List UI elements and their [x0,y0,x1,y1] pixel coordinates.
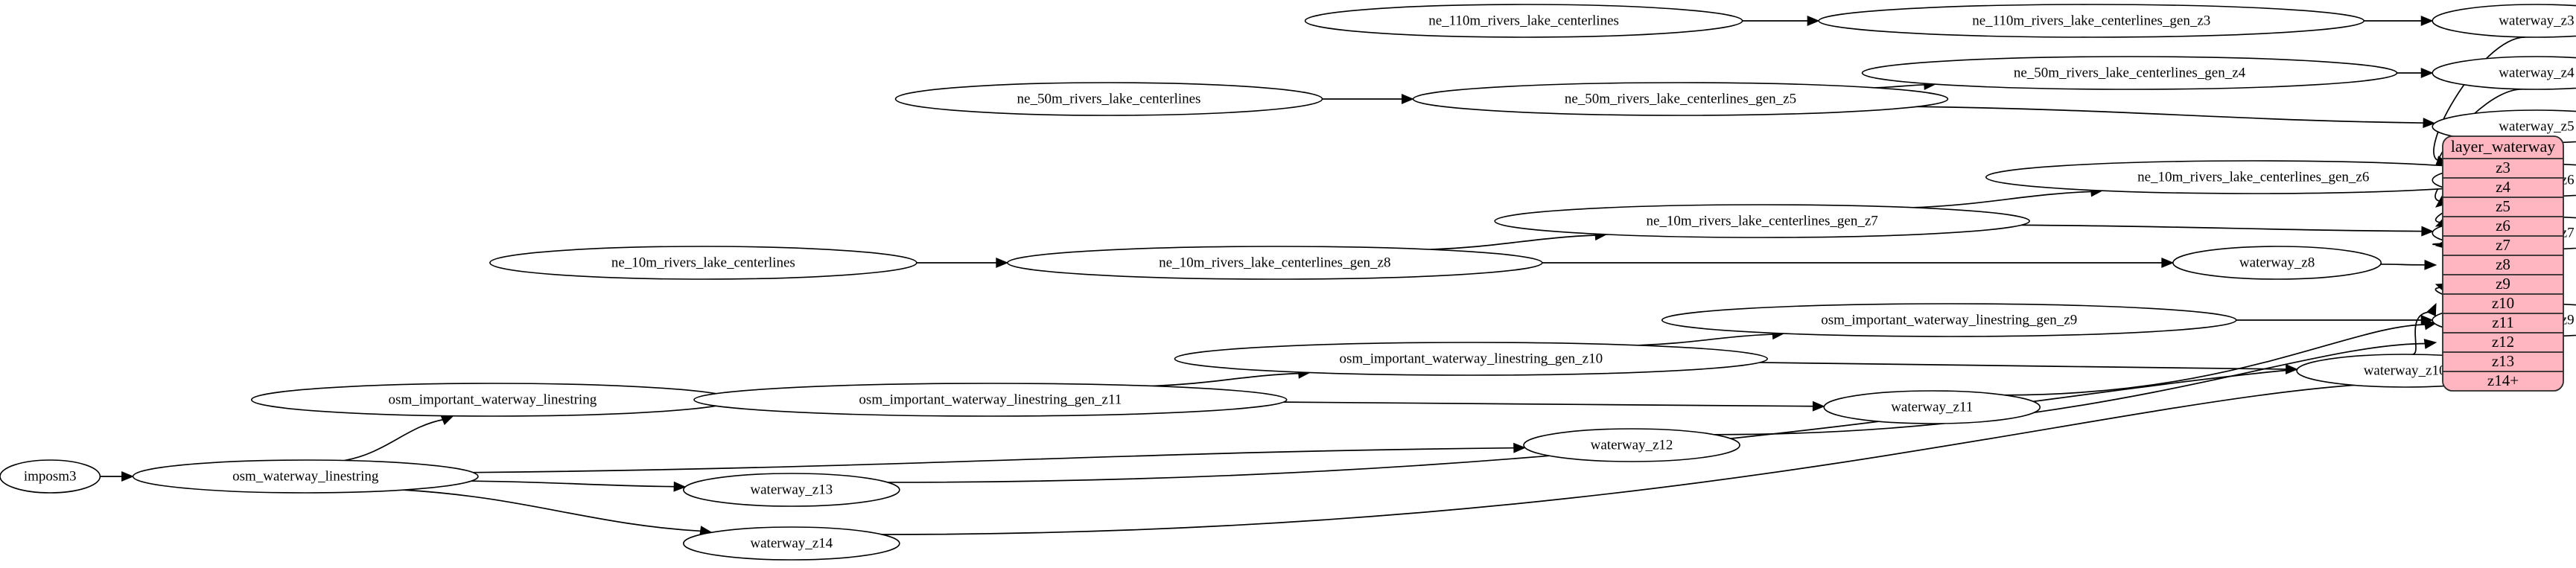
graph-node-ne_110m_rivers_lake_centerlines[interactable]: ne_110m_rivers_lake_centerlines [1304,4,1743,38]
record-node-layer-waterway[interactable]: layer_waterwayz3z4z5z6z7z8z9z10z11z12z13… [2442,135,2564,392]
graph-node-imposm3[interactable]: imposm3 [0,459,101,494]
edge-osm_waterway_linestring-to-waterway_z14 [403,489,703,532]
record-node-layer: layer_waterwayz3z4z5z6z7z8z9z10z11z12z13… [2442,135,2564,392]
graph-node-ne_10m_rivers_lake_centerlines_gen_z7[interactable]: ne_10m_rivers_lake_centerlines_gen_z7 [1494,204,2030,238]
edge-ne_10m_rivers_lake_centerlines_gen_z7-to-waterway_z7 [2021,224,2424,232]
edge-waterway_z10-to-layer_waterway-z10 [2412,311,2432,355]
edge-arrowhead [2423,339,2437,349]
graph-node-osm_important_waterway_linestring_gen_z9[interactable]: osm_important_waterway_linestring_gen_z9 [1661,303,2237,337]
graph-node-osm_important_waterway_linestring[interactable]: osm_important_waterway_linestring [250,383,734,417]
edge-waterway_z14-to-layer_waterway-z14- [882,381,2428,535]
edge-arrowhead [1807,16,1820,26]
edge-ne_50m_rivers_lake_centerlines_gen_z5-to-ne_50m_rivers_lake_centerlines_gen_z4 [1874,83,1927,89]
edge-waterway_z12-to-layer_waterway-z12 [1714,342,2428,435]
graph-node-osm_important_waterway_linestring_gen_z10[interactable]: osm_important_waterway_linestring_gen_z1… [1174,342,1768,376]
edge-osm_waterway_linestring-to-waterway_z12 [473,447,1516,473]
graph-node-ne_10m_rivers_lake_centerlines_gen_z8[interactable]: ne_10m_rivers_lake_centerlines_gen_z8 [1007,246,1543,280]
edge-waterway_z8-to-layer_waterway-z8 [2380,264,2428,266]
edge-osm_waterway_linestring-to-osm_important_waterway_linestring [344,418,445,462]
edge-arrowhead [1402,94,1414,104]
edge-waterway_z3-to-layer_waterway-z3 [2433,36,2526,162]
graph-node-waterway_z12[interactable]: waterway_z12 [1523,428,1740,462]
edge-arrowhead [2421,226,2435,237]
graph-node-ne_50m_rivers_lake_centerlines_gen_z5[interactable]: ne_50m_rivers_lake_centerlines_gen_z5 [1412,82,1949,116]
edge-arrowhead [996,258,1009,268]
graph-node-waterway_z11[interactable]: waterway_z11 [1823,390,2041,424]
edge-ne_50m_rivers_lake_centerlines_gen_z5-to-waterway_z5 [1917,106,2426,124]
graph-node-ne_10m_rivers_lake_centerlines[interactable]: ne_10m_rivers_lake_centerlines [489,246,917,280]
edge-waterway_z13-to-layer_waterway-z13 [887,362,2428,483]
edge-arrowhead [2423,118,2436,129]
graph-node-ne_50m_rivers_lake_centerlines[interactable]: ne_50m_rivers_lake_centerlines [894,82,1323,116]
edge-osm_important_waterway_linestring_gen_z10-to-osm_important_waterway_linestring_gen_z9 [1638,334,1775,346]
edge-arrowhead [440,415,454,426]
edge-layer [100,16,2526,536]
graph-node-osm_important_waterway_linestring_gen_z11[interactable]: osm_important_waterway_linestring_gen_z1… [693,383,1288,417]
graph-node-ne_50m_rivers_lake_centerlines_gen_z4[interactable]: ne_50m_rivers_lake_centerlines_gen_z4 [1861,56,2398,90]
edge-arrowhead [2426,302,2437,316]
graph-node-waterway_z3[interactable]: waterway_z3 [2432,4,2576,38]
graph-node-osm_waterway_linestring[interactable]: osm_waterway_linestring [132,459,479,494]
graph-node-waterway_z14[interactable]: waterway_z14 [683,526,900,561]
edge-ne_10m_rivers_lake_centerlines_gen_z8-to-ne_10m_rivers_lake_centerlines_gen_z7 [1430,234,1598,250]
edge-arrowhead [1812,401,1825,412]
edge-osm_important_waterway_linestring_gen_z11-to-waterway_z11 [1283,401,1816,407]
edge-arrowhead [2161,258,2175,268]
edge-waterway_z11-to-layer_waterway-z11 [2004,324,2428,396]
edge-osm_waterway_linestring-to-waterway_z13 [471,480,677,488]
edge-ne_10m_rivers_lake_centerlines_gen_z7-to-ne_10m_rivers_lake_centerlines_gen_z6 [1912,191,2093,208]
graph-node-ne_110m_rivers_lake_centerlines_gen_z3[interactable]: ne_110m_rivers_lake_centerlines_gen_z3 [1818,4,2365,38]
node-layer: imposm3 osm_waterway_linestring osm_import… [0,4,2576,561]
edge-arrowhead [673,481,687,492]
graph-node-waterway_z8[interactable]: waterway_z8 [2172,246,2382,280]
edge-arrowhead [121,471,134,482]
edge-arrowhead [2424,259,2437,270]
edge-arrowhead [1513,442,1527,453]
graph-node-waterway_z4[interactable]: waterway_z4 [2432,56,2576,90]
graph-node-waterway_z13[interactable]: waterway_z13 [683,473,900,507]
edge-osm_important_waterway_linestring_gen_z11-to-osm_important_waterway_linestring_gen_z10 [1151,372,1301,387]
edge-osm_important_waterway_linestring_gen_z10-to-waterway_z10 [1760,362,2289,370]
edge-arrowhead [2420,68,2434,78]
edge-arrowhead [2420,16,2434,26]
